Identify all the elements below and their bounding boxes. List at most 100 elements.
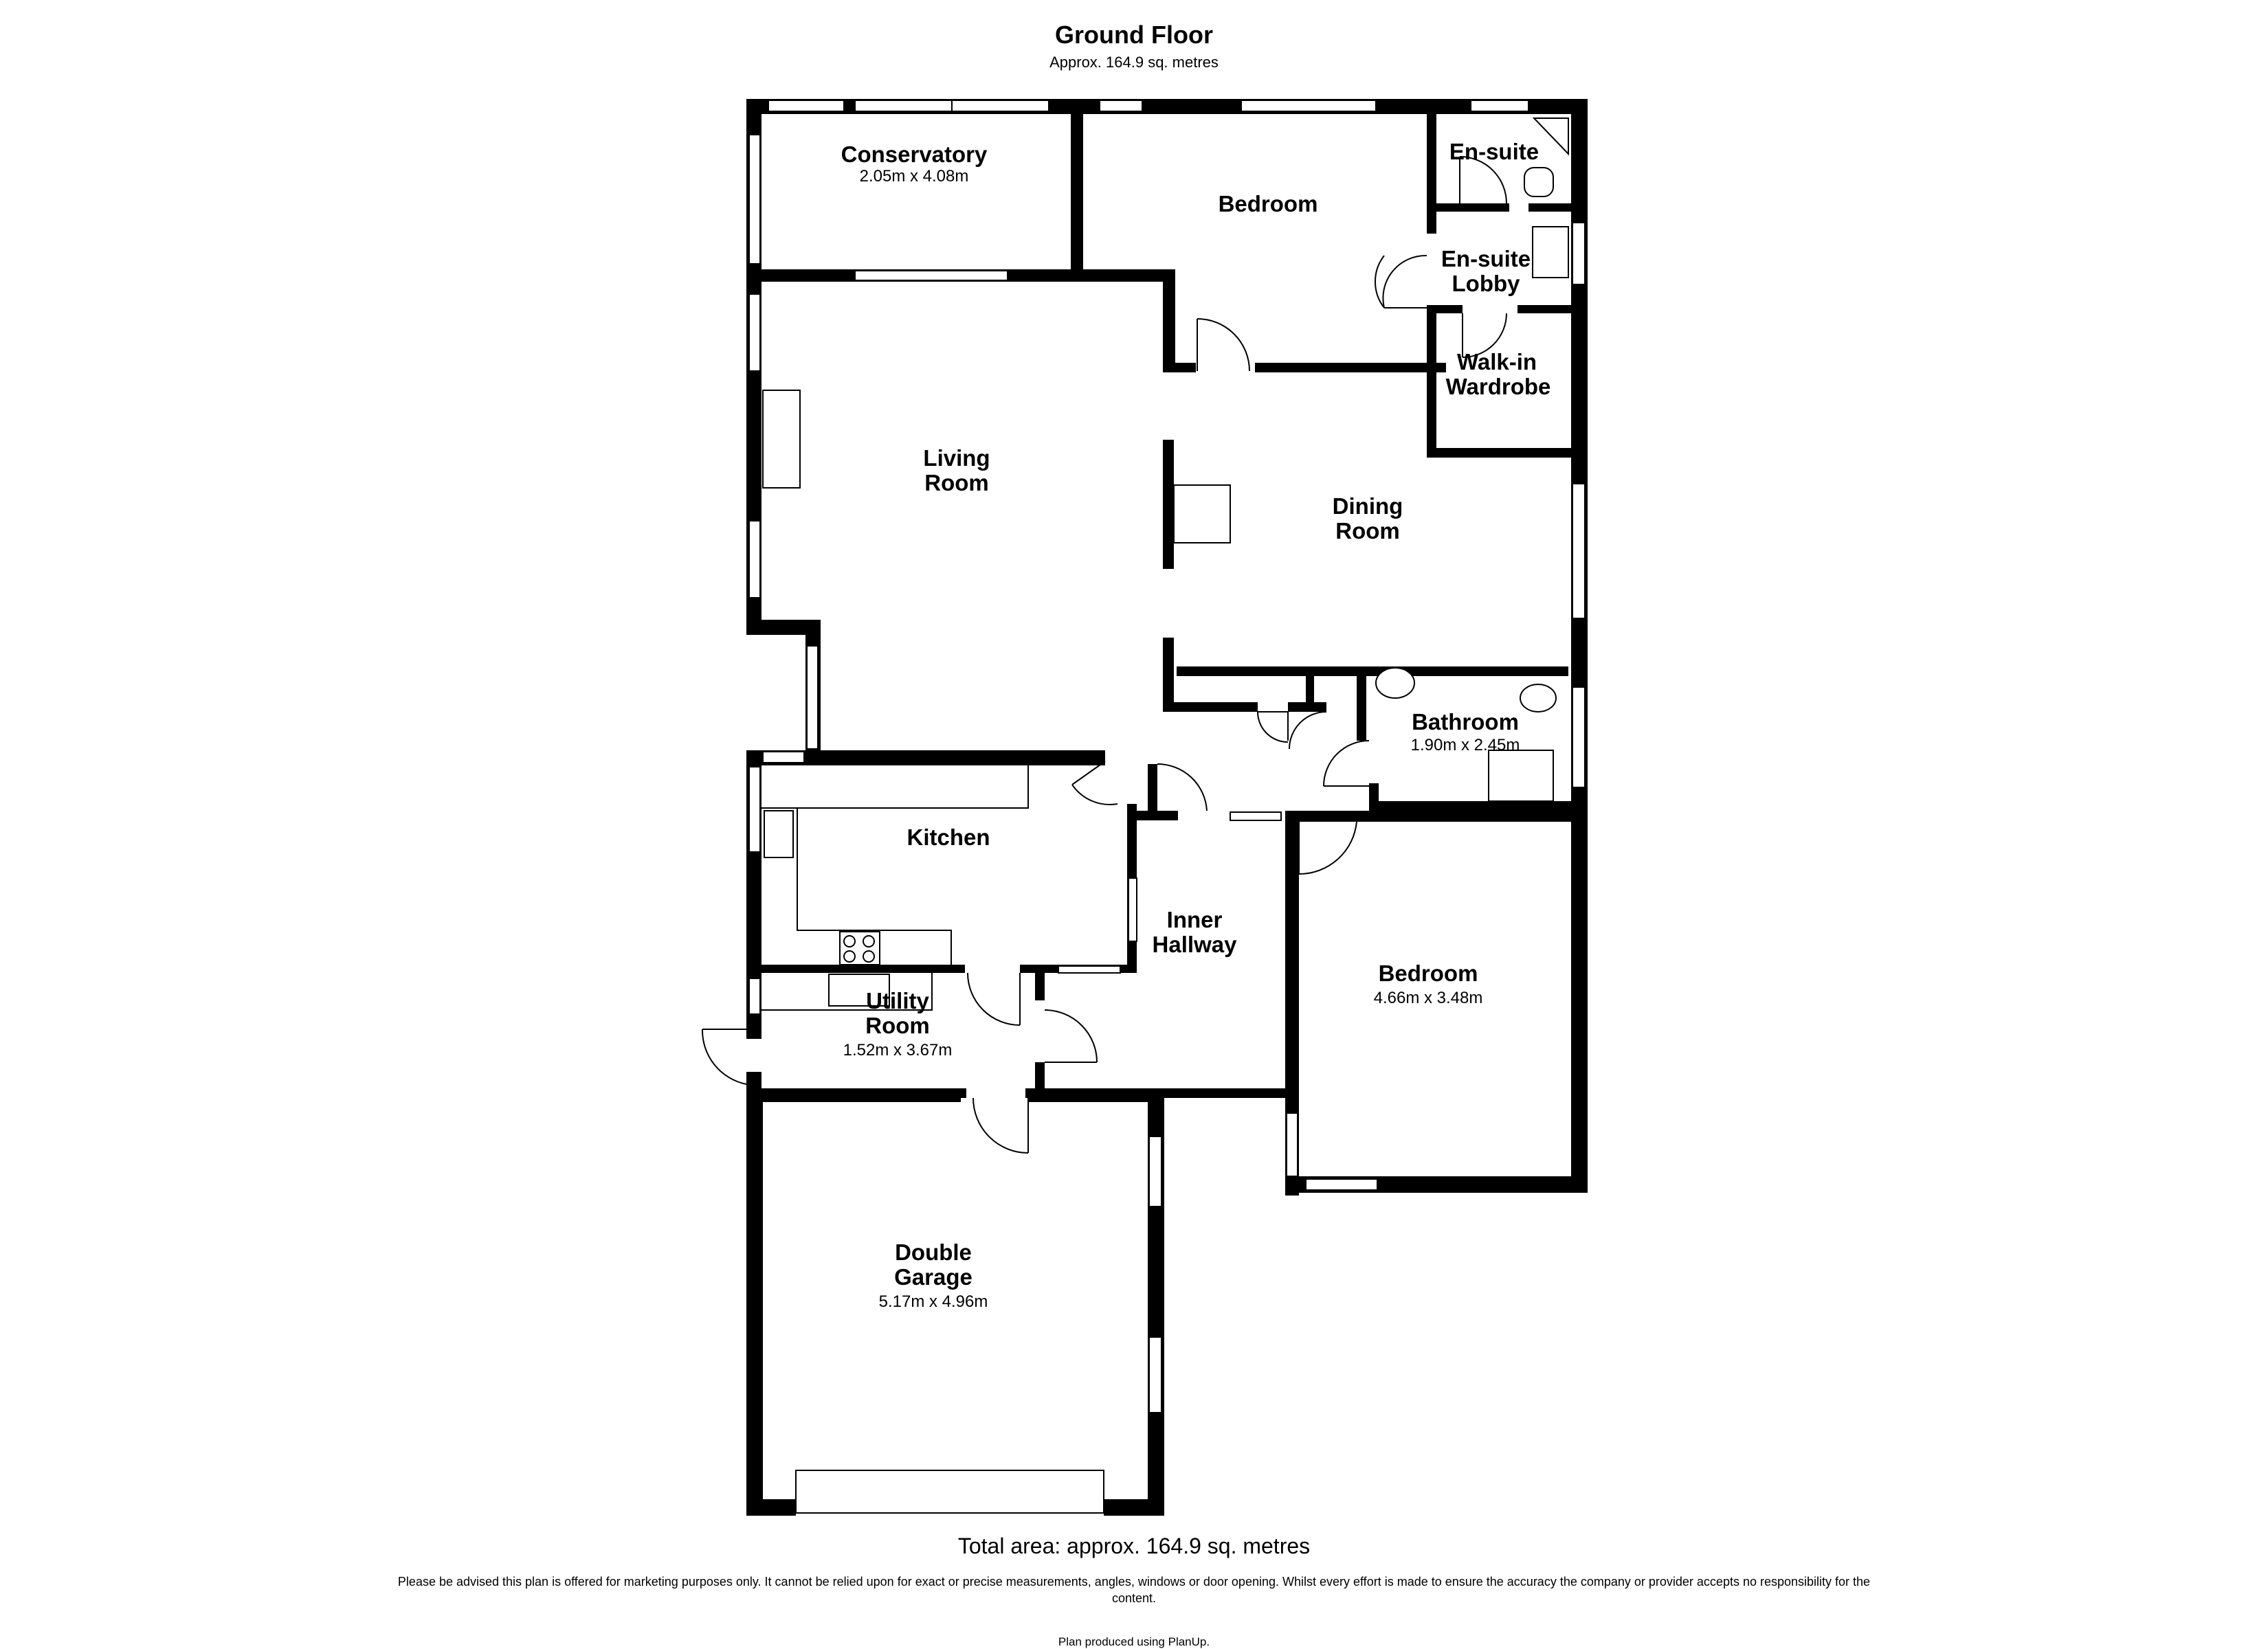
wall-hall-entry [1148,764,1157,820]
window [1148,1336,1162,1413]
plan-subtitle: Approx. 164.9 sq. metres [1049,54,1219,71]
room-label-dining-2: Room [1335,518,1400,543]
wall-living-dining-partition [1163,440,1174,569]
window [748,766,761,853]
disclaimer-text: Please be advised this plan is offered f… [397,1575,1871,1605]
wall-kitchen-top-right [1056,753,1105,761]
toilet-icon [1524,167,1554,197]
window [1241,100,1377,112]
wall-wardrobe-left-full [1427,305,1436,458]
garage-door [795,1470,1104,1514]
room-label-ensuite-lobby-2: Lobby [1452,271,1521,296]
room-label-walkin-wardrobe: Walk-in [1457,349,1537,374]
room-dims-conservatory: 2.05m x 4.08m [860,167,969,186]
wall-bedroom2-top-left [1296,811,1359,822]
window [1572,483,1586,619]
wall-cupboard-mid [1288,702,1326,712]
room-label-bedroom: Bedroom [1219,191,1318,216]
wall-bedroom-bottom-left [1071,269,1175,282]
room-label-garage-2: Garage [894,1264,972,1290]
wall-hallway-right [1285,811,1299,1196]
wall-wardrobe-bottom [1427,448,1577,458]
window [1286,1112,1298,1177]
wall-kitchen-top [805,750,1105,765]
window [854,270,1008,281]
wall-bedroom2-top [1357,811,1571,822]
window [1128,877,1137,942]
room-label-ensuite: En-suite [1449,139,1539,164]
fixtures [761,117,1569,1011]
fireplace [1173,484,1231,543]
basin-icon [1375,667,1415,699]
window [806,645,819,750]
wall-bedroom-bottom [1255,363,1446,372]
windows [748,100,1586,1514]
wall-garage-bottom-left [746,1499,796,1516]
wall-garage-top-right [1028,1092,1164,1102]
window [1058,965,1121,974]
fireplace [762,390,801,489]
window [748,520,761,598]
window [748,134,761,265]
room-label-conservatory: Conservatory [841,142,988,167]
room-labels: Conservatory 2.05m x 4.08m Bedroom En-su… [841,139,1551,1311]
wall-bathroom-left-low [1369,783,1379,811]
wall-garage-left [746,1092,763,1516]
sink-icon [764,810,794,858]
shower-icon [1532,117,1569,156]
wall-utility-right-top [1035,973,1045,1000]
room-label-garage: Double [895,1239,972,1265]
window [1572,686,1586,788]
wall-utility-top [746,965,965,973]
window [762,751,805,763]
room-label-bathroom: Bathroom [1412,709,1519,734]
window [1470,100,1529,112]
window [768,100,845,112]
wall-lobby-bottom-right [1517,305,1577,313]
room-dims-bedroom-2: 4.66m x 3.48m [1374,989,1483,1007]
wall-cupboard-left [1163,702,1258,712]
wall-ensuite-left [1427,99,1436,234]
window [1230,811,1282,821]
room-dims-utility: 1.52m x 3.67m [843,1041,953,1059]
room-label-dining: Dining [1333,493,1403,519]
room-dims-garage: 5.17m x 4.96m [879,1292,988,1311]
room-label-bedroom-2: Bedroom [1379,961,1478,986]
window [748,978,761,1015]
window [1148,1136,1162,1207]
toilet-icon [1520,684,1557,713]
kitchen-counter [797,808,952,965]
produced-by: Plan produced using PlanUp. [1058,1635,1210,1648]
total-area: Total area: approx. 164.9 sq. metres [957,1534,1311,1558]
room-label-living-2: Room [924,470,989,495]
room-label-kitchen: Kitchen [907,824,990,850]
room-label-utility: Utility [866,988,929,1013]
wall-bathroom-bottom [1369,801,1572,811]
window [1572,222,1586,285]
window [1099,100,1143,112]
window [1305,1178,1378,1191]
room-label-ensuite-lobby: En-suite [1441,246,1531,271]
shower-icon [1488,750,1554,802]
doors [701,156,1507,1154]
wall-bedroom-door-left [1163,363,1196,372]
window [748,293,761,372]
room-dims-bathroom: 1.90m x 2.45m [1411,736,1520,754]
basin-icon [1532,226,1569,278]
wall-bathroom-left [1357,666,1366,741]
wall-ensuite-bottom-right [1528,203,1577,212]
kitchen-counter [761,765,1029,809]
room-label-walkin-wardrobe-2: Wardrobe [1446,374,1551,399]
wall-garage-top-left [746,1092,961,1102]
wall-dining-lower-left [1163,638,1174,712]
wall-living-notch [746,620,821,635]
room-label-living: Living [923,445,990,471]
wall-cupboard-divider [1306,666,1314,712]
room-label-inner-hallway: Inner [1167,907,1223,932]
wall-ensuite-bottom [1427,203,1509,212]
room-label-utility-2: Room [865,1013,930,1038]
wall-left-utility-low [746,1072,761,1092]
sink-icon [828,974,890,1007]
wall-dining-bottom [1177,666,1568,676]
